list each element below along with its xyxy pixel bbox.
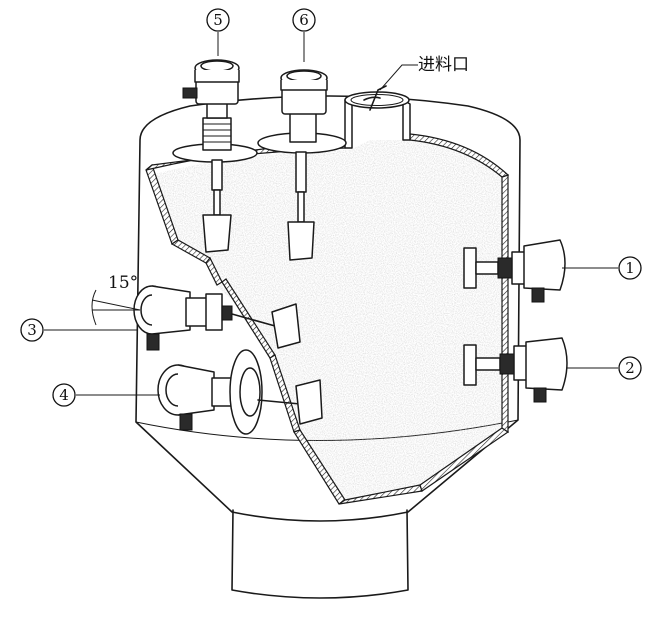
- callout-leaders: [44, 32, 618, 396]
- callout-4: 4: [52, 383, 76, 407]
- sensor-5: [172, 59, 258, 253]
- angle-indicator: [91, 289, 141, 326]
- feed-inlet: [344, 85, 411, 149]
- sensor-4: [157, 349, 323, 435]
- callout-5-label: 5: [213, 11, 223, 29]
- callout-3: 3: [20, 318, 44, 342]
- sensor-2: [463, 337, 568, 403]
- inlet-leader: [379, 64, 418, 91]
- callout-6: 6: [292, 8, 316, 32]
- callout-5: 5: [206, 8, 230, 32]
- sensor-6: [257, 69, 347, 261]
- sensor-1: [463, 239, 566, 303]
- callout-3-label: 3: [27, 321, 37, 339]
- material-fill: [150, 140, 505, 505]
- outlet-pipe: [231, 509, 409, 599]
- callout-6-label: 6: [299, 11, 309, 29]
- angle-label: 15°: [108, 273, 138, 293]
- sensor-3: [133, 285, 301, 351]
- callout-4-label: 4: [59, 386, 69, 404]
- inlet-label: 进料口: [418, 55, 469, 75]
- callout-1-label: 1: [625, 259, 635, 277]
- cutaway-wall: [145, 133, 510, 505]
- callout-2-label: 2: [625, 359, 635, 377]
- callout-1: 1: [618, 256, 642, 280]
- callout-2: 2: [618, 356, 642, 380]
